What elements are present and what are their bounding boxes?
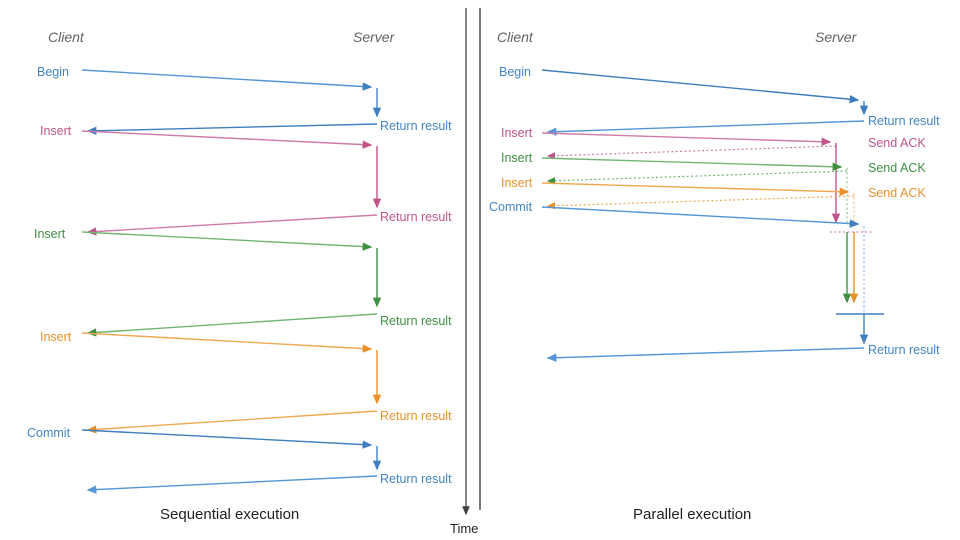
reply-arrow-commit-parallel xyxy=(546,347,865,362)
panel-sequential: Client Server Begin Return result Insert… xyxy=(27,29,452,523)
lane-title-server-parallel: Server xyxy=(815,29,858,45)
message-label-insert-1-parallel: Insert xyxy=(501,126,533,140)
message-label-begin: Begin xyxy=(37,65,69,79)
reply-arrow-insert-1 xyxy=(86,214,378,236)
reply-label-commit-parallel: Return result xyxy=(868,343,940,357)
reply-arrow-begin xyxy=(86,123,378,135)
message-label-insert-3: Insert xyxy=(40,330,72,344)
message-group-commit-parallel: Commit Return result xyxy=(489,200,940,362)
request-arrow-insert-1-parallel xyxy=(541,132,832,146)
lane-title-client: Client xyxy=(48,29,85,45)
message-label-commit: Commit xyxy=(27,426,71,440)
reply-arrow-begin-parallel xyxy=(546,120,865,136)
message-label-insert-3-parallel: Insert xyxy=(501,176,533,190)
ack-arrow-insert-2-parallel xyxy=(546,170,848,185)
message-group-insert-2-parallel: Insert Send ACK xyxy=(501,151,926,304)
ack-label-insert-1-parallel: Send ACK xyxy=(868,136,926,150)
message-group-insert-1-parallel: Insert Send ACK xyxy=(501,126,926,233)
panel-parallel: Client Server Begin Return result Insert… xyxy=(489,29,940,523)
message-label-begin-parallel: Begin xyxy=(499,65,531,79)
lane-title-client-parallel: Client xyxy=(497,29,534,45)
caption-sequential: Sequential execution xyxy=(160,506,299,523)
ack-label-insert-2-parallel: Send ACK xyxy=(868,161,926,175)
reply-label-insert-1: Return result xyxy=(380,210,452,224)
message-group-begin: Begin Return result xyxy=(37,65,452,135)
reply-arrow-insert-3 xyxy=(86,410,378,434)
message-group-insert-3: Insert Return result xyxy=(40,330,452,434)
reply-arrow-insert-2 xyxy=(86,313,378,337)
request-arrow-insert-2-parallel xyxy=(541,157,843,171)
ack-arrow-insert-1-parallel xyxy=(546,145,837,160)
message-group-insert-1: Insert Return result xyxy=(40,124,452,236)
request-arrow-insert-1 xyxy=(81,130,373,149)
request-arrow-commit-parallel xyxy=(541,206,860,228)
message-group-insert-3-parallel: Insert Send ACK xyxy=(501,176,926,304)
ack-arrow-insert-3-parallel xyxy=(546,195,855,210)
request-arrow-commit xyxy=(81,429,373,449)
message-label-insert-2: Insert xyxy=(34,227,66,241)
reply-label-commit: Return result xyxy=(380,472,452,486)
reply-label-insert-3: Return result xyxy=(380,409,452,423)
reply-label-begin-parallel: Return result xyxy=(868,114,940,128)
reply-label-begin: Return result xyxy=(380,119,452,133)
time-axis-label: Time xyxy=(450,521,478,536)
request-arrow-insert-3 xyxy=(81,332,373,353)
lane-title-server: Server xyxy=(353,29,396,45)
caption-parallel: Parallel execution xyxy=(633,506,751,523)
message-group-begin-parallel: Begin Return result xyxy=(499,65,940,136)
ack-label-insert-3-parallel: Send ACK xyxy=(868,186,926,200)
request-arrow-insert-3-parallel xyxy=(541,182,850,196)
reply-arrow-commit xyxy=(86,475,378,494)
message-group-insert-2: Insert Return result xyxy=(34,227,452,337)
request-arrow-begin xyxy=(81,69,373,91)
message-label-commit-parallel: Commit xyxy=(489,200,533,214)
reply-label-insert-2: Return result xyxy=(380,314,452,328)
message-label-insert-2-parallel: Insert xyxy=(501,151,533,165)
request-arrow-begin-parallel xyxy=(541,69,860,104)
request-arrow-insert-2 xyxy=(81,231,373,251)
message-group-commit: Commit Return result xyxy=(27,426,452,494)
message-label-insert-1: Insert xyxy=(40,124,72,138)
